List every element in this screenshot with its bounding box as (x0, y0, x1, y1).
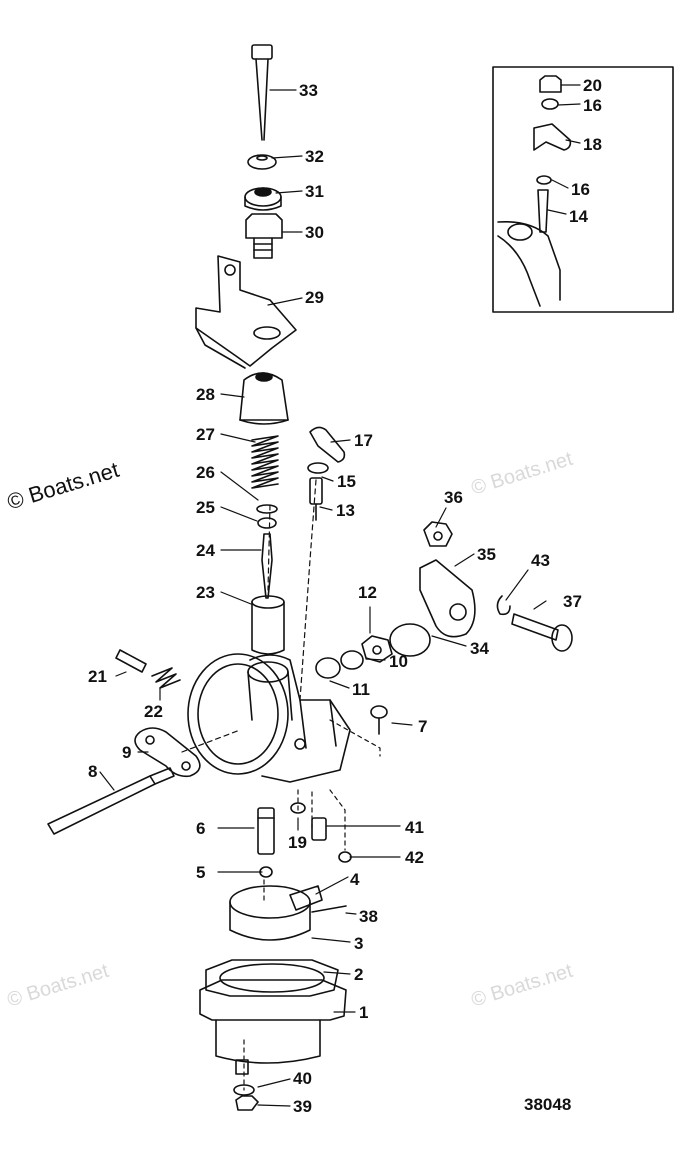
label-27: 27 (196, 425, 215, 444)
label-35: 35 (477, 545, 496, 564)
part-36-nut (423, 521, 453, 547)
label-4: 4 (350, 870, 360, 889)
part-21-screw (115, 649, 147, 673)
part-30-nut (245, 213, 283, 259)
label-7: 7 (418, 717, 428, 736)
part-42-plug (338, 851, 352, 863)
part-11-washer (315, 657, 341, 679)
label-32: 32 (305, 147, 324, 166)
part-40-washer (233, 1084, 255, 1096)
label-24: 24 (196, 541, 215, 560)
label-33: 33 (299, 81, 318, 100)
inset-label-16a: 16 (583, 96, 602, 115)
label-21: 21 (88, 667, 107, 686)
label-40: 40 (293, 1069, 312, 1088)
part-2-gasket (205, 959, 339, 997)
part-33-bolt (251, 44, 273, 141)
part-6-main-jet (257, 807, 275, 855)
label-6: 6 (196, 819, 206, 838)
label-11: 11 (352, 680, 370, 699)
label-17: 17 (354, 431, 373, 450)
label-1: 1 (359, 1003, 369, 1022)
label-43: 43 (531, 551, 550, 570)
part-15-washer (307, 462, 329, 474)
part-43-clip (496, 595, 511, 616)
label-12: 12 (358, 583, 377, 602)
leader-lines (99, 89, 547, 1107)
label-36: 36 (444, 488, 463, 507)
label-3: 3 (354, 934, 364, 953)
label-28: 28 (196, 385, 215, 404)
part-37-screw (511, 613, 573, 652)
label-29: 29 (305, 288, 324, 307)
part-22-spring (151, 667, 181, 689)
label-31: 31 (305, 182, 324, 201)
label-37: 37 (563, 592, 582, 611)
part-17-fitting (309, 426, 346, 463)
part-29-bracket (195, 255, 297, 369)
label-34: 34 (470, 639, 489, 658)
label-9: 9 (122, 743, 132, 762)
label-23: 23 (196, 583, 215, 602)
part-28-cap (239, 372, 289, 425)
inset-label-20: 20 (583, 76, 602, 95)
part-19-seal (290, 802, 306, 814)
part-24-needle (261, 533, 273, 599)
label-2: 2 (354, 965, 364, 984)
label-39: 39 (293, 1097, 312, 1116)
part-26-clip (256, 504, 278, 514)
part-8-shaft (47, 767, 175, 835)
label-5: 5 (196, 863, 206, 882)
part-9-gasket (134, 727, 201, 778)
label-26: 26 (196, 463, 215, 482)
part-7-screw (370, 705, 388, 735)
label-42: 42 (405, 848, 424, 867)
label-19: 19 (288, 833, 307, 852)
inset-parts (497, 75, 572, 307)
part-1-float-bowl (199, 979, 347, 1075)
label-41: 41 (405, 818, 424, 837)
label-30: 30 (305, 223, 324, 242)
label-13: 13 (336, 501, 355, 520)
label-10: 10 (389, 652, 408, 671)
inset-label-14: 14 (569, 207, 588, 226)
label-8: 8 (88, 762, 98, 781)
part-35-lever (419, 559, 476, 638)
inset-frame (492, 66, 674, 313)
part-27-spring (251, 435, 279, 489)
label-22: 22 (144, 702, 163, 721)
part-10-washer (340, 650, 364, 670)
label-15: 15 (337, 472, 356, 491)
part-38-pin (311, 905, 347, 913)
inset-label-18: 18 (583, 135, 602, 154)
part-13-jet (309, 477, 323, 521)
part-5-jet (259, 866, 273, 878)
carburetor-body (187, 653, 351, 783)
part-32-washer (247, 154, 277, 170)
part-23-slide (251, 595, 285, 655)
part-34-oring (389, 623, 431, 657)
part-31-cap (244, 187, 282, 211)
part-39-screw (235, 1095, 259, 1111)
label-25: 25 (196, 498, 215, 517)
part-12-nut (361, 635, 393, 663)
figure-number: 38048 (524, 1095, 572, 1114)
inset-label-16b: 16 (571, 180, 590, 199)
label-38: 38 (359, 907, 378, 926)
part-41-jet (311, 817, 327, 841)
part-25-ring (257, 517, 277, 529)
part-3-float (229, 885, 323, 941)
